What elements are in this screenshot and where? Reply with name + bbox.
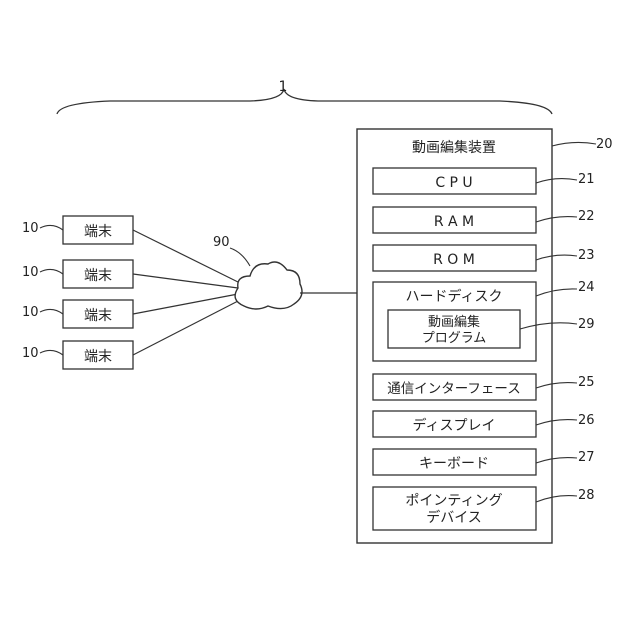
network-leader — [230, 248, 250, 266]
program-ref: 29 — [578, 317, 595, 332]
program-label-line1: 動画編集 — [428, 314, 480, 330]
communication-interface-box: 通信インターフェース 25 — [373, 374, 595, 400]
terminal-label: 端末 — [84, 308, 112, 324]
hdd-label: ハードディスク — [405, 288, 502, 305]
cpu-label: C P U — [435, 175, 472, 191]
program-label-line2: プログラム — [422, 331, 487, 346]
keyboard-ref: 27 — [578, 450, 595, 465]
device-ref: 20 — [596, 137, 613, 152]
device-title: 動画編集装置 — [412, 139, 496, 156]
network-ref: 90 — [213, 235, 230, 250]
ram-ref: 22 — [578, 209, 595, 224]
terminal-label: 端末 — [84, 224, 112, 240]
system-brace — [57, 89, 552, 114]
rom-label: R O M — [433, 252, 475, 268]
display-label: ディスプレイ — [412, 417, 495, 434]
pointing-label-line2: デバイス — [426, 509, 482, 526]
hdd-ref: 24 — [578, 280, 595, 295]
terminal-ref: 10 — [22, 305, 39, 320]
terminal-label: 端末 — [84, 349, 112, 365]
pointing-device-box: ポインティング デバイス 28 — [373, 487, 595, 530]
terminal-2: 端末 10 — [22, 260, 133, 288]
hard-disk-box: ハードディスク 24 動画編集 プログラム 29 — [373, 280, 595, 361]
comm-ref: 25 — [578, 375, 595, 390]
ram-label: R A M — [434, 214, 474, 230]
ram-box: R A M 22 — [373, 207, 595, 233]
pointing-label-line1: ポインティング — [405, 493, 502, 509]
terminal-1: 端末 10 — [22, 216, 133, 244]
system-ref: 1 — [279, 79, 288, 95]
display-box: ディスプレイ 26 — [373, 411, 595, 437]
terminal-ref: 10 — [22, 346, 39, 361]
rom-ref: 23 — [578, 248, 595, 263]
cpu-ref: 21 — [578, 172, 595, 187]
display-ref: 26 — [578, 413, 595, 428]
terminal-4: 端末 10 — [22, 341, 133, 369]
keyboard-label: キーボード — [419, 456, 489, 472]
terminal-label: 端末 — [84, 268, 112, 284]
keyboard-box: キーボード 27 — [373, 449, 595, 475]
cpu-box: C P U 21 — [373, 168, 595, 194]
rom-box: R O M 23 — [373, 245, 595, 271]
terminal-ref: 10 — [22, 221, 39, 236]
video-editing-program-box: 動画編集 プログラム — [388, 310, 520, 348]
pointing-ref: 28 — [578, 488, 595, 503]
network-cloud-icon — [235, 262, 302, 309]
comm-label: 通信インターフェース — [387, 381, 521, 397]
terminal-3: 端末 10 — [22, 300, 133, 328]
terminal-ref: 10 — [22, 265, 39, 280]
